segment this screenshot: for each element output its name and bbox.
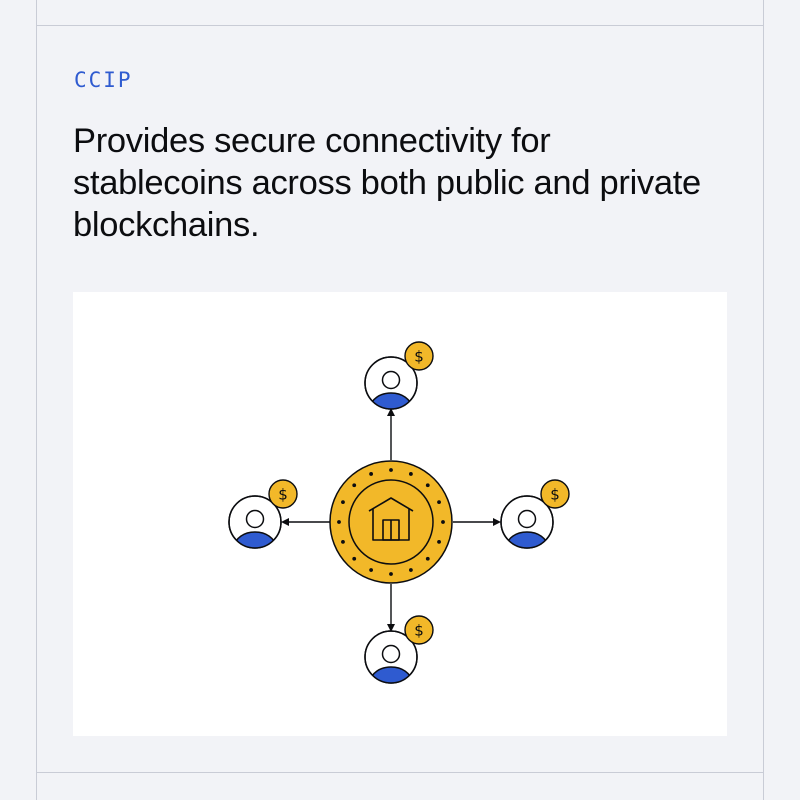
- dollar-coin-badge: $: [268, 479, 298, 509]
- coin-dots: [337, 468, 445, 576]
- eyebrow-label: CCIP: [74, 68, 133, 92]
- coin-dot: [389, 572, 393, 576]
- user-node-top: $: [364, 341, 434, 410]
- coin-dot: [437, 539, 441, 544]
- coin-dot: [425, 556, 430, 561]
- dollar-coin-badge: $: [404, 341, 434, 371]
- dollar-sign: $: [278, 486, 288, 504]
- coin-dot: [352, 556, 357, 561]
- coin-dot: [389, 468, 393, 472]
- dollar-coin-badge: $: [540, 479, 570, 509]
- coin-dot: [408, 472, 413, 476]
- coin-dot: [341, 500, 345, 505]
- user-node-left: $: [228, 479, 298, 549]
- coin-dot: [437, 500, 441, 505]
- user-node-right: $: [500, 479, 570, 549]
- coin-dot: [369, 568, 374, 572]
- frame-top-line: [36, 25, 764, 26]
- coin-dot: [341, 539, 345, 544]
- user-icon: [506, 509, 548, 548]
- dollar-coin-badge: $: [404, 615, 434, 645]
- diagram-card: $ $ $ $: [73, 292, 727, 736]
- coin-dot: [441, 520, 445, 524]
- coin-dot: [408, 568, 413, 572]
- connector-arrows: [281, 408, 501, 632]
- dollar-sign: $: [550, 486, 560, 504]
- bank-icon: [368, 497, 414, 541]
- stablecoin-diagram: $ $ $ $: [228, 341, 570, 684]
- frame-right-line: [763, 0, 764, 800]
- user-node-bottom: $: [364, 615, 434, 684]
- central-coin: [329, 460, 453, 584]
- coin-dot: [352, 483, 357, 488]
- coin-dot: [337, 520, 341, 524]
- frame-left-line: [36, 0, 37, 800]
- dollar-sign: $: [414, 348, 424, 366]
- frame-bottom-line: [36, 772, 764, 773]
- headline: Provides secure connectivity for stablec…: [73, 122, 701, 244]
- coin-dot: [425, 483, 430, 488]
- coin-dot: [369, 472, 374, 476]
- dollar-sign: $: [414, 622, 424, 640]
